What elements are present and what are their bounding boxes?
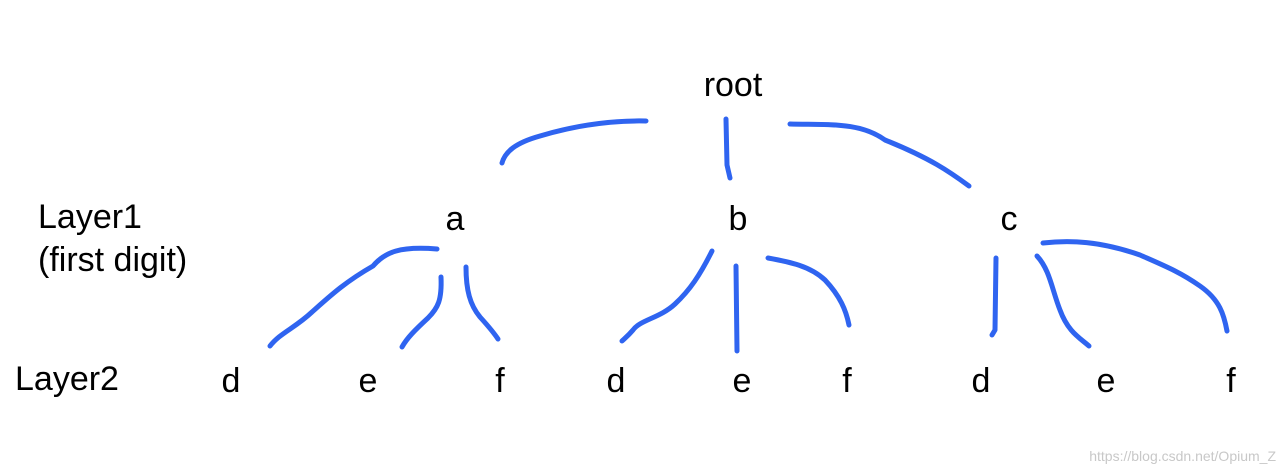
node-c: c	[1000, 200, 1018, 238]
node-a-f: f	[495, 362, 505, 400]
node-root: root	[703, 66, 763, 104]
layer1-label: Layer1 (first digit)	[38, 196, 187, 281]
node-c-d: d	[971, 362, 991, 400]
edge-a-d	[267, 245, 440, 349]
edge-b-f	[765, 255, 852, 328]
node-a: a	[445, 200, 465, 238]
edge-root-a	[499, 118, 649, 166]
edge-a-f	[463, 264, 501, 342]
edge-b-d	[619, 248, 715, 344]
node-a-e: e	[358, 362, 378, 400]
edge-root-c	[787, 121, 972, 189]
node-b: b	[728, 200, 748, 238]
edge-c-e	[1034, 253, 1092, 349]
edge-a-e	[399, 274, 444, 350]
node-a-d: d	[221, 362, 241, 400]
node-b-d: d	[606, 362, 626, 400]
edge-b-e	[733, 263, 740, 354]
node-b-e: e	[732, 362, 752, 400]
layer2-label: Layer2	[15, 360, 119, 398]
node-c-f: f	[1226, 362, 1236, 400]
edge-root-b	[723, 116, 733, 181]
layer1-label-line2: (first digit)	[38, 240, 188, 279]
node-b-f: f	[842, 362, 852, 400]
layer1-label-line1: Layer1	[38, 198, 142, 236]
watermark: https://blog.csdn.net/Opium_Z	[1089, 448, 1276, 464]
node-c-e: e	[1096, 362, 1116, 400]
edge-c-f	[1040, 239, 1230, 334]
edge-c-d	[989, 255, 999, 338]
